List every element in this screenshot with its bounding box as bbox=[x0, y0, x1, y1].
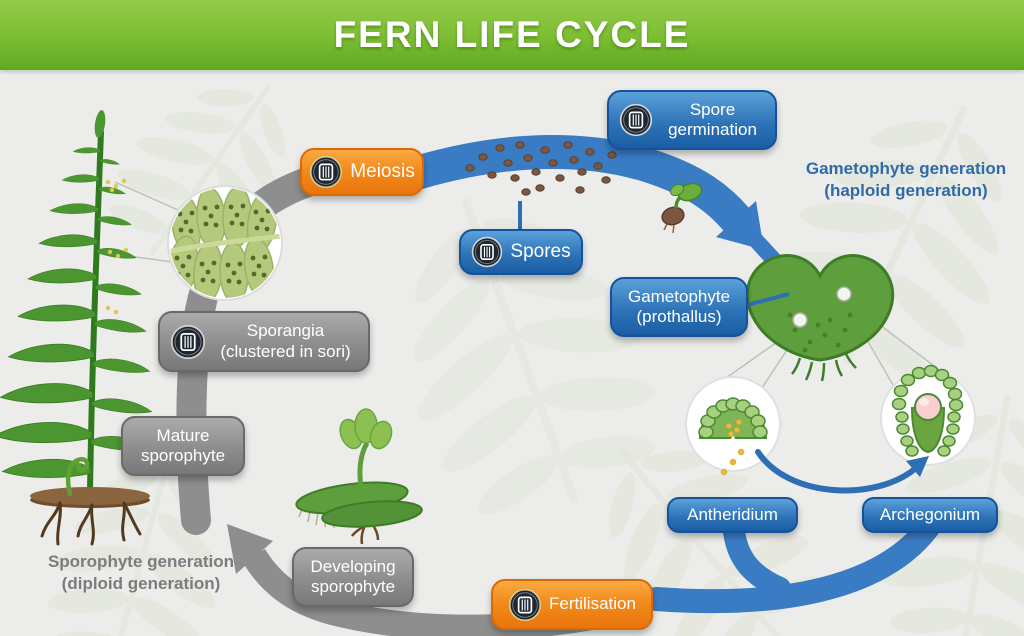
stage-label: Developing sporophyte bbox=[310, 556, 396, 596]
fern-roots bbox=[40, 501, 142, 546]
stage-sporangia[interactable]: Sporangia (clustered in sori) bbox=[158, 311, 370, 372]
sori-dots-on-frond bbox=[105, 178, 129, 315]
stage-label: Mature sporophyte bbox=[140, 425, 226, 465]
archegonium-detail-circle bbox=[880, 364, 976, 466]
label-connectors bbox=[518, 201, 790, 307]
stage-fertilisation[interactable]: Fertilisation bbox=[491, 579, 653, 630]
stage-label: Spore germination bbox=[668, 99, 757, 139]
sporophyte-generation-label: Sporophyte generation (diploid generatio… bbox=[47, 552, 235, 594]
gametophyte-prothallus-illustration bbox=[745, 254, 895, 382]
stage-label: Fertilisation bbox=[549, 594, 636, 614]
diploid-arrowhead bbox=[227, 524, 273, 574]
stage-antheridium[interactable]: Antheridium bbox=[667, 497, 798, 533]
stage-label: Archegonium bbox=[879, 504, 981, 524]
stage-label: Spores bbox=[510, 240, 571, 262]
stage-gametophyte-prothallus[interactable]: Gametophyte (prothallus) bbox=[610, 277, 748, 337]
archegonium-marker bbox=[836, 286, 852, 302]
page-title: FERN LIFE CYCLE bbox=[333, 14, 691, 55]
film-grid-icon bbox=[471, 236, 503, 268]
gametophyte-generation-label: Gametophyte generation (haploid generati… bbox=[805, 159, 1007, 201]
stage-spore-germination[interactable]: Spore germination bbox=[607, 90, 777, 150]
mature-fern-illustration bbox=[0, 110, 155, 546]
fiddlehead bbox=[65, 457, 90, 497]
egg-cell bbox=[914, 393, 942, 421]
film-grid-icon bbox=[309, 155, 343, 189]
film-grid-icon bbox=[619, 103, 653, 137]
stage-label: Meiosis bbox=[350, 160, 415, 182]
sperm-to-egg-arrow bbox=[755, 449, 929, 494]
rhizoids bbox=[791, 353, 857, 382]
stage-label: Antheridium bbox=[687, 504, 778, 524]
title-bar: FERN LIFE CYCLE bbox=[0, 0, 1024, 70]
developing-sporophyte-illustration bbox=[295, 408, 423, 545]
stage-developing-sporophyte[interactable]: Developing sporophyte bbox=[292, 547, 414, 607]
stage-spores[interactable]: Spores bbox=[459, 229, 583, 275]
film-grid-icon bbox=[508, 588, 542, 622]
stage-meiosis[interactable]: Meiosis bbox=[300, 148, 424, 196]
film-grid-icon bbox=[170, 324, 206, 360]
germinating-spore-illustration bbox=[661, 182, 703, 234]
stage-mature-sporophyte[interactable]: Mature sporophyte bbox=[121, 416, 245, 476]
sori-detail-circle bbox=[167, 185, 283, 301]
antheridium-marker bbox=[792, 312, 808, 328]
stage-archegonium[interactable]: Archegonium bbox=[862, 497, 998, 533]
stage-label: Gametophyte (prothallus) bbox=[627, 286, 731, 326]
stage-label: Sporangia (clustered in sori) bbox=[220, 321, 351, 361]
sperm-cells bbox=[720, 418, 745, 476]
spore-cluster bbox=[465, 141, 617, 196]
antheridium-detail-circle bbox=[685, 376, 781, 476]
